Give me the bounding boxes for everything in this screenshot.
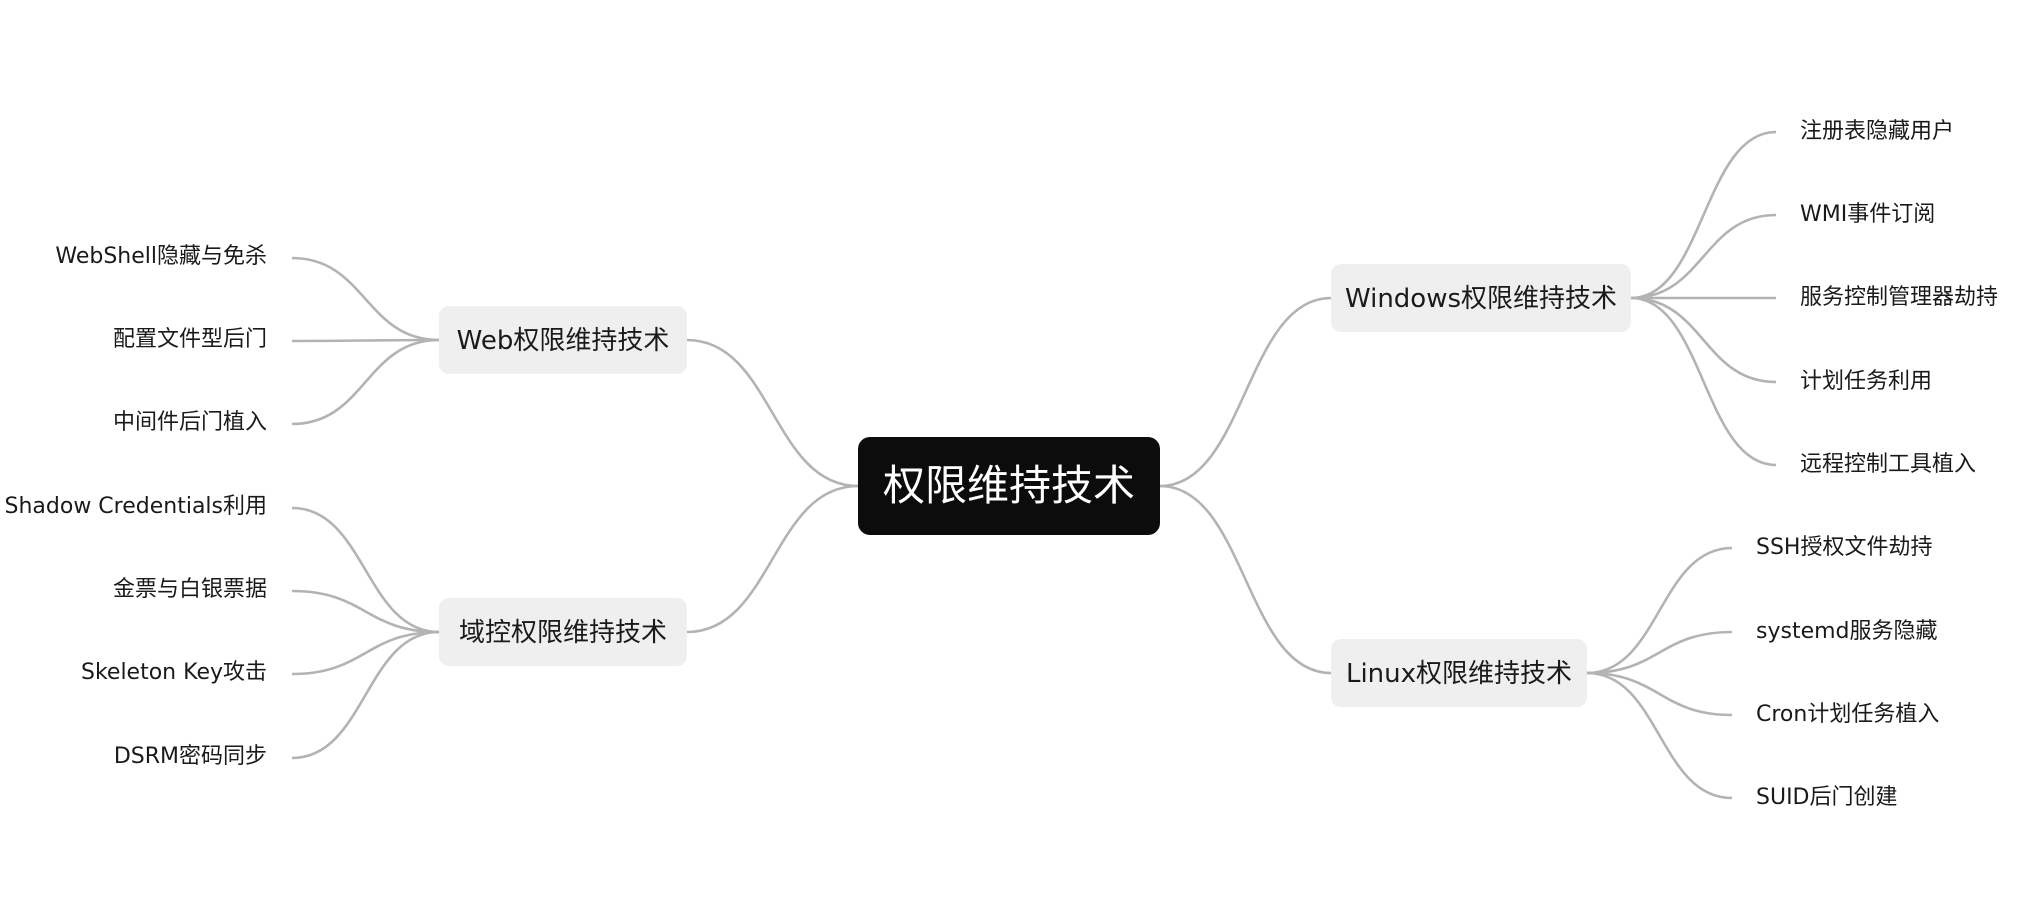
- leaf-windows-4[interactable]: 计划任务利用: [1800, 369, 1932, 394]
- edge-linux-leaf-4: [1586, 671, 1733, 800]
- leaf-windows-1[interactable]: 注册表隐藏用户: [1800, 119, 1954, 144]
- edge-windows-leaf-1: [1630, 130, 1777, 300]
- branch-node-domain-box: [439, 598, 687, 666]
- edge-domain-leaf-4: [291, 630, 440, 760]
- edge-root-windows: [1159, 296, 1332, 488]
- branch-node-domain-label: 域控权限维持技术: [459, 618, 667, 648]
- leaf-windows-5[interactable]: 远程控制工具植入: [1800, 452, 1976, 477]
- edge-root-web: [686, 338, 859, 488]
- leaf-linux-3[interactable]: Cron计划任务植入: [1756, 702, 1939, 727]
- leaf-linux-4[interactable]: SUID后门创建: [1756, 785, 1898, 810]
- leaf-web-3[interactable]: 中间件后门植入: [113, 410, 267, 435]
- edge-domain-leaf-3: [291, 630, 440, 676]
- leaf-domain-2[interactable]: 金票与白银票据: [113, 577, 267, 602]
- edge-root-linux: [1159, 484, 1332, 675]
- leaf-windows-3[interactable]: 服务控制管理器劫持: [1800, 285, 1998, 310]
- branch-node-linux[interactable]: Linux权限维持技术: [1331, 639, 1587, 707]
- mindmap-edges: [291, 130, 1777, 800]
- leaf-web-1[interactable]: WebShell隐藏与免杀: [55, 244, 267, 269]
- branch-node-windows-label: Windows权限维持技术: [1345, 284, 1617, 314]
- branch-node-web-label: Web权限维持技术: [457, 326, 670, 356]
- leaf-web-2[interactable]: 配置文件型后门: [113, 327, 267, 352]
- leaf-domain-3[interactable]: Skeleton Key攻击: [81, 660, 267, 685]
- branch-node-linux-label: Linux权限维持技术: [1346, 659, 1572, 689]
- edge-domain-leaf-1: [291, 506, 440, 634]
- branch-node-web-box: [439, 306, 687, 374]
- branch-node-domain[interactable]: 域控权限维持技术: [439, 598, 687, 666]
- edge-domain-leaf-2: [291, 589, 440, 634]
- branch-node-web[interactable]: Web权限维持技术: [439, 306, 687, 374]
- leaf-windows-2[interactable]: WMI事件订阅: [1800, 202, 1935, 227]
- edge-web-leaf-3: [291, 338, 440, 426]
- root-node[interactable]: 权限维持技术: [858, 437, 1160, 535]
- edge-windows-leaf-5: [1630, 296, 1777, 467]
- leaf-linux-2[interactable]: systemd服务隐藏: [1756, 619, 1938, 644]
- edge-linux-leaf-1: [1586, 546, 1733, 675]
- root-node-label: 权限维持技术: [883, 461, 1135, 510]
- branch-node-windows[interactable]: Windows权限维持技术: [1331, 264, 1631, 332]
- root-node-box: [858, 437, 1160, 535]
- branch-node-windows-box: [1331, 264, 1631, 332]
- edge-web-leaf-2: [291, 338, 440, 343]
- edge-linux-leaf-2: [1586, 630, 1733, 675]
- leaf-domain-1[interactable]: Shadow Credentials利用: [5, 494, 268, 519]
- leaf-linux-1[interactable]: SSH授权文件劫持: [1756, 535, 1932, 560]
- edge-root-domain: [686, 484, 859, 634]
- edge-windows-leaf-2: [1630, 213, 1777, 300]
- edge-web-leaf-1: [291, 256, 440, 342]
- leaf-domain-4[interactable]: DSRM密码同步: [114, 744, 267, 769]
- edge-windows-leaf-4: [1630, 296, 1777, 384]
- branch-node-linux-box: [1331, 639, 1587, 707]
- edge-linux-leaf-3: [1586, 671, 1733, 717]
